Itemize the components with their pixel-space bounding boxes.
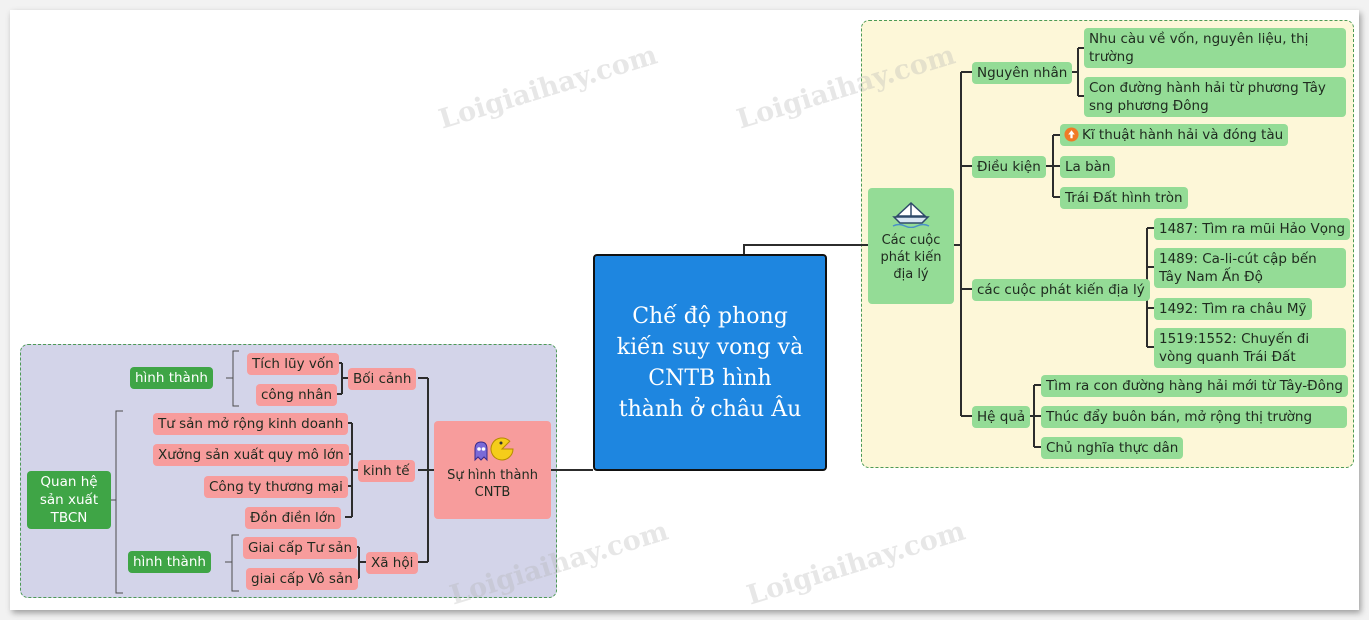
cause-item[interactable]: Con đường hành hải từ phương Tây sng phư… bbox=[1084, 77, 1346, 117]
formation-label[interactable]: hình thành bbox=[128, 551, 211, 573]
economy-item[interactable]: Công ty thương mại bbox=[204, 476, 348, 498]
economy-item[interactable]: Đồn điền lớn bbox=[245, 507, 341, 529]
consequence-item[interactable]: Thúc đẩy buôn bán, mở rộng thị trường bbox=[1041, 406, 1347, 428]
ship-icon bbox=[892, 201, 930, 228]
cause-item[interactable]: Nhu càu về vốn, nguyên liệu, thị trường bbox=[1084, 28, 1346, 68]
voyage-item[interactable]: 1487: Tìm ra mũi Hảo Vọng bbox=[1154, 218, 1351, 240]
condition-topic[interactable]: Điều kiện bbox=[972, 156, 1046, 178]
discoveries-label: Các cuộc phát kiến địa lý bbox=[880, 233, 942, 282]
context-topic[interactable]: Bối cảnh bbox=[348, 368, 417, 390]
connector-lines bbox=[111, 47, 1154, 594]
consequence-item[interactable]: Tìm ra con đường hàng hải mới từ Tây-Đôn… bbox=[1041, 375, 1349, 397]
economy-item[interactable]: Tư sản mở rộng kinh doanh bbox=[153, 413, 349, 435]
discoveries-topic[interactable]: Các cuộc phát kiến địa lý bbox=[868, 188, 954, 304]
voyage-item[interactable]: 1519:1552: Chuyến đi vòng quanh Trái Đất bbox=[1154, 328, 1346, 368]
consequence-item[interactable]: Chủ nghĩa thực dân bbox=[1041, 437, 1184, 459]
condition-item[interactable]: La bàn bbox=[1060, 156, 1116, 178]
pacman-ghost-icon bbox=[474, 437, 514, 462]
economy-item[interactable]: Xưởng sản xuất quy mô lớn bbox=[153, 444, 349, 466]
arrow-up-circle-icon bbox=[1064, 127, 1079, 142]
society-topic[interactable]: Xã hội bbox=[366, 552, 419, 574]
mindmap-canvas: Loigiaihay.com Loigiaihay.com Loigiaihay… bbox=[10, 10, 1359, 611]
production-relations-label[interactable]: Quan hệ sản xuất TBCN bbox=[27, 471, 111, 529]
voyage-item[interactable]: 1489: Ca-li-cút cập bến Tây Nam Ấn Độ bbox=[1154, 248, 1346, 288]
consequence-topic[interactable]: Hệ quả bbox=[972, 406, 1031, 428]
root-title: Chế độ phong kiến suy vong và CNTB hình … bbox=[616, 303, 804, 422]
voyages-topic[interactable]: các cuộc phát kiến địa lý bbox=[972, 279, 1150, 301]
context-item[interactable]: Tích lũy vốn bbox=[247, 353, 339, 375]
society-item[interactable]: giai cấp Vô sản bbox=[246, 568, 358, 590]
voyage-item[interactable]: 1492: Tìm ra châu Mỹ bbox=[1154, 298, 1312, 320]
context-item[interactable]: công nhân bbox=[256, 384, 338, 406]
economy-topic[interactable]: kinh tế bbox=[358, 460, 415, 482]
society-item[interactable]: Giai cấp Tư sản bbox=[243, 537, 358, 559]
cause-topic[interactable]: Nguyên nhân bbox=[972, 62, 1073, 84]
condition-item[interactable]: Trái Đất hình tròn bbox=[1060, 187, 1188, 209]
capitalism-topic[interactable]: Sự hình thành CNTB bbox=[434, 421, 551, 519]
capitalism-label: Sự hình thành CNTB bbox=[447, 468, 538, 500]
root-topic[interactable]: Chế độ phong kiến suy vong và CNTB hình … bbox=[593, 254, 827, 471]
condition-item-label: Kĩ thuật hành hải và đóng tàu bbox=[1082, 127, 1284, 143]
formation-label[interactable]: hình thành bbox=[130, 367, 213, 389]
condition-item[interactable]: Kĩ thuật hành hải và đóng tàu bbox=[1060, 124, 1289, 146]
